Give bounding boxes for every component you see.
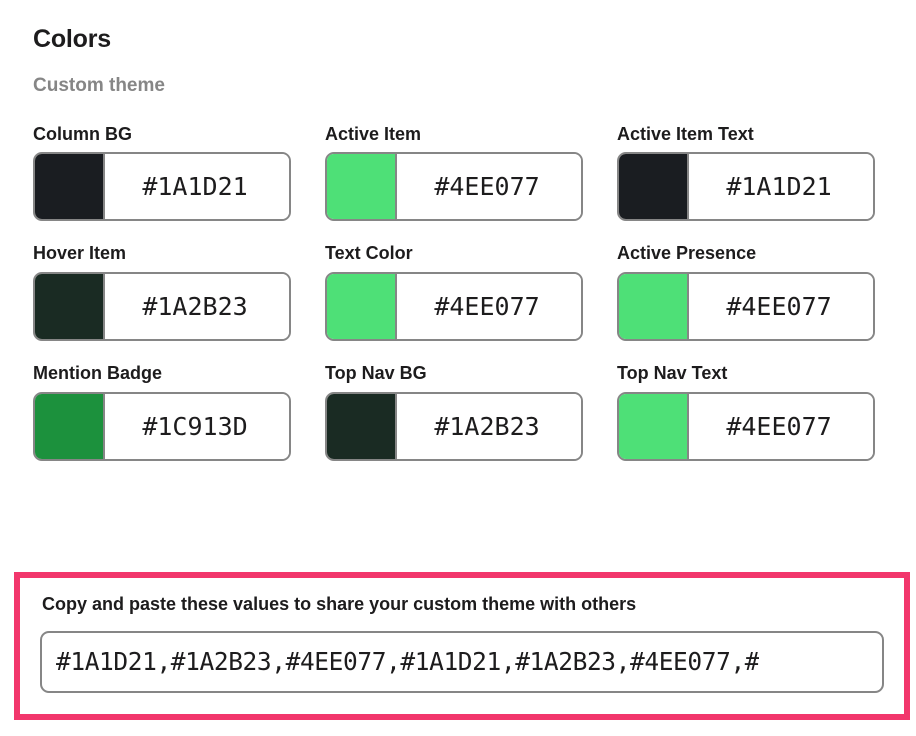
color-swatch-cell: Column BG #1A1D21 [33, 124, 291, 222]
share-theme-panel: Copy and paste these values to share you… [14, 572, 910, 720]
color-swatch-field[interactable]: #1A2B23 [325, 391, 583, 461]
page-title: Colors [33, 25, 111, 53]
color-swatch-cell: Active Item Text #1A1D21 [617, 124, 875, 222]
color-swatch-label: Hover Item [33, 243, 127, 264]
color-swatch-label: Active Item Text [617, 123, 754, 144]
color-swatch-label: Text Color [325, 243, 413, 264]
color-swatch-field[interactable]: #4EE077 [325, 152, 583, 222]
color-swatch-field[interactable]: #4EE077 [617, 391, 875, 461]
share-theme-input-value: #1A1D21,#1A2B23,#4EE077,#1A1D21,#1A2B23,… [56, 647, 760, 677]
color-swatch-label: Mention Badge [33, 363, 162, 384]
page-header: Colors Custom theme [0, 0, 916, 98]
color-swatch-cell: Top Nav BG #1A2B23 [325, 363, 583, 461]
share-theme-input[interactable]: #1A1D21,#1A2B23,#4EE077,#1A1D21,#1A2B23,… [40, 630, 884, 693]
color-swatch-label: Active Item [325, 123, 422, 144]
color-swatch-preview[interactable] [35, 393, 105, 459]
color-swatch-preview[interactable] [619, 274, 689, 340]
color-swatch-label: Top Nav BG [325, 363, 427, 384]
color-swatch-cell: Mention Badge #1C913D [33, 363, 291, 461]
color-swatch-field[interactable]: #1A2B23 [33, 272, 291, 342]
color-hex-input[interactable]: #1C913D [105, 393, 289, 459]
color-hex-input[interactable]: #4EE077 [689, 274, 873, 340]
color-swatch-preview[interactable] [327, 393, 397, 459]
color-hex-input[interactable]: #1A2B23 [397, 393, 581, 459]
color-swatch-cell: Hover Item #1A2B23 [33, 243, 291, 342]
color-swatch-preview[interactable] [35, 274, 105, 340]
color-swatch-field[interactable]: #1A1D21 [33, 152, 291, 222]
color-swatch-cell: Active Presence #4EE077 [617, 243, 875, 342]
color-swatch-cell: Top Nav Text #4EE077 [617, 363, 875, 461]
color-hex-input[interactable]: #1A2B23 [105, 274, 289, 340]
color-swatch-field[interactable]: #4EE077 [325, 272, 583, 342]
color-swatch-preview[interactable] [35, 154, 105, 220]
color-swatch-preview[interactable] [619, 154, 689, 220]
color-swatch-cell: Text Color #4EE077 [325, 243, 583, 342]
color-swatch-field[interactable]: #1A1D21 [617, 152, 875, 222]
color-hex-input[interactable]: #4EE077 [397, 154, 581, 220]
color-hex-input[interactable]: #4EE077 [397, 274, 581, 340]
section-subtitle: Custom theme [33, 75, 165, 96]
color-swatch-label: Active Presence [617, 243, 757, 264]
color-swatch-preview[interactable] [619, 393, 689, 459]
color-swatch-field[interactable]: #1C913D [33, 391, 291, 461]
color-hex-input[interactable]: #1A1D21 [105, 154, 289, 220]
share-theme-title: Copy and paste these values to share you… [42, 594, 637, 614]
color-swatch-label: Top Nav Text [617, 363, 728, 384]
color-swatch-preview[interactable] [327, 274, 397, 340]
color-swatch-cell: Active Item #4EE077 [325, 124, 583, 222]
color-swatch-preview[interactable] [327, 154, 397, 220]
color-hex-input[interactable]: #1A1D21 [689, 154, 873, 220]
color-hex-input[interactable]: #4EE077 [689, 393, 873, 459]
color-swatch-label: Column BG [33, 123, 132, 144]
color-swatch-field[interactable]: #4EE077 [617, 272, 875, 342]
